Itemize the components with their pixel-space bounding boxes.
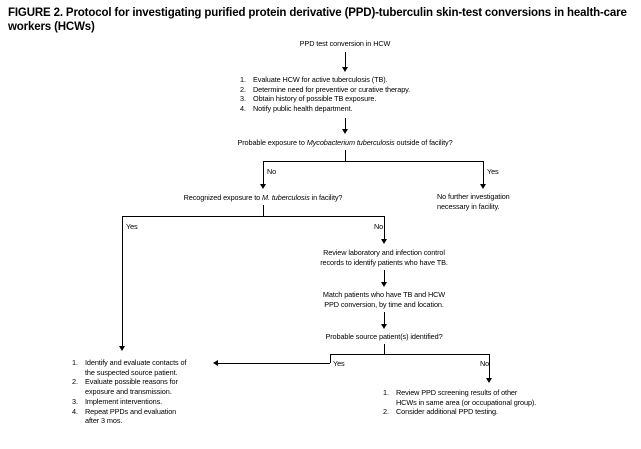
list-item: 2. Determine need for preventive or curat… — [240, 85, 520, 95]
connector-facility-yes-drop — [122, 216, 123, 348]
arrowhead-start-to-actions — [341, 67, 348, 72]
connector-start-to-actions — [345, 52, 346, 69]
list-item: 3. Obtain history of possible TB exposure… — [240, 94, 520, 104]
list-item: 4. Notify public health department. — [240, 104, 520, 114]
list-item-number: 1. — [240, 75, 246, 84]
node-decision-exposure-outside: Probable exposure to Mycobacterium tuber… — [195, 138, 495, 148]
list-item-number: 2. — [240, 84, 246, 94]
decision-outside-text-pre: Probable exposure to — [237, 138, 307, 147]
list-item-number: 3. — [72, 396, 78, 406]
list-item: 2. Consider additional PPD testing. — [383, 407, 623, 417]
branch-label-facility-yes: Yes — [126, 222, 138, 231]
node-review-records: Review laboratory and infection control … — [274, 248, 494, 267]
list-item-text: Determine need for preventive or curativ… — [253, 84, 411, 94]
match-patients-line2: PPD conversion, by time and location. — [324, 299, 444, 309]
list-item-number: 3. — [240, 94, 246, 104]
list-item-number: 2. — [383, 407, 389, 417]
list-item-text-line2: after 3 mos. — [85, 416, 123, 426]
connector-source-yes-to-contacts — [218, 363, 330, 364]
connector-decision-facility-split — [122, 216, 385, 217]
list-item-text-line2: the suspected source patient. — [85, 367, 178, 377]
node-no-further-investigation: No further investigation necessary in fa… — [437, 192, 617, 211]
list-item-text: Obtain history of possible TB exposure. — [253, 94, 377, 104]
connector-review-to-match — [384, 270, 385, 284]
branch-label-outside-yes: Yes — [487, 167, 499, 176]
connector-decision-facility-stem — [263, 205, 264, 217]
node-decision-exposure-facility: Recognized exposure to M. tuberculosis i… — [143, 193, 383, 203]
node-match-patients: Match patients who have TB and HCW PPD c… — [274, 290, 494, 309]
list-item-number: 2. — [72, 377, 78, 387]
branch-label-facility-no: No — [374, 222, 384, 231]
review-records-line2: records to identify patients who have TB… — [320, 257, 448, 267]
branch-label-source-yes: Yes — [333, 359, 345, 368]
connector-decision-outside-stem — [345, 150, 346, 162]
connector-facility-no-drop — [384, 216, 385, 241]
arrowhead-match-to-decision-source — [380, 324, 387, 329]
match-patients-line1: Match patients who have TB and HCW — [322, 290, 446, 299]
no-further-line2: necessary in facility. — [437, 201, 500, 211]
decision-facility-text-post: in facility? — [309, 193, 343, 202]
list-item: 3. Implement interventions. — [72, 397, 242, 407]
decision-outside-text-italic: Mycobacterium tuberculosis — [306, 138, 395, 147]
connector-source-no-drop — [489, 354, 490, 380]
connector-decision-source-split — [330, 354, 490, 355]
list-item-text: Implement interventions. — [85, 396, 163, 406]
list-item-number: 4. — [72, 406, 78, 416]
list-item-text: Evaluate HCW for active tuberculosis (TB… — [253, 75, 388, 84]
node-ppd-test-conversion: PPD test conversion in HCW — [299, 39, 391, 48]
list-item-number: 1. — [383, 388, 389, 397]
connector-outside-yes-drop — [483, 161, 484, 186]
node-initial-actions: 1. Evaluate HCW for active tuberculosis (… — [240, 75, 520, 114]
decision-outside-text-post: outside of facility? — [394, 138, 453, 147]
branch-label-source-no: No — [480, 359, 490, 368]
decision-facility-text-pre: Recognized exposure to — [183, 193, 263, 202]
arrowhead-source-no — [485, 378, 492, 383]
arrowhead-outside-yes — [479, 184, 486, 189]
list-item: 1. Evaluate HCW for active tuberculosis (… — [240, 75, 520, 85]
review-records-line1: Review laboratory and infection control — [323, 248, 445, 257]
list-item-text: Consider additional PPD testing. — [396, 407, 498, 417]
arrowhead-outside-no — [259, 184, 266, 189]
arrowhead-actions-to-decision-outside — [341, 129, 348, 134]
list-item-number: 1. — [72, 358, 78, 367]
connector-match-to-decision-source — [384, 312, 385, 326]
connector-decision-outside-split — [263, 161, 484, 162]
decision-facility-text-italic: M. tuberculosis — [262, 193, 310, 202]
list-item-text-line2: exposure and transmission. — [85, 387, 172, 397]
connector-outside-no-drop — [263, 161, 264, 186]
arrowhead-review-to-match — [380, 282, 387, 287]
connector-source-yes-drop — [330, 354, 331, 363]
list-item-number: 4. — [240, 104, 246, 114]
no-further-line1: No further investigation — [437, 192, 510, 201]
branch-label-outside-no: No — [267, 167, 277, 176]
arrowhead-facility-yes — [118, 346, 125, 351]
list-item-text-line2: HCWs in same area (or occupational group… — [396, 397, 537, 407]
page-title: FIGURE 2. Protocol for investigating pur… — [8, 7, 627, 33]
arrowhead-facility-no — [380, 239, 387, 244]
arrowhead-source-yes-to-contacts — [213, 359, 218, 366]
connector-decision-source-stem — [384, 344, 385, 355]
list-item-text: Notify public health department. — [253, 104, 353, 114]
node-decision-source-patient: Probable source patient(s) identified? — [325, 332, 443, 341]
connector-actions-to-decision-outside — [345, 118, 346, 131]
